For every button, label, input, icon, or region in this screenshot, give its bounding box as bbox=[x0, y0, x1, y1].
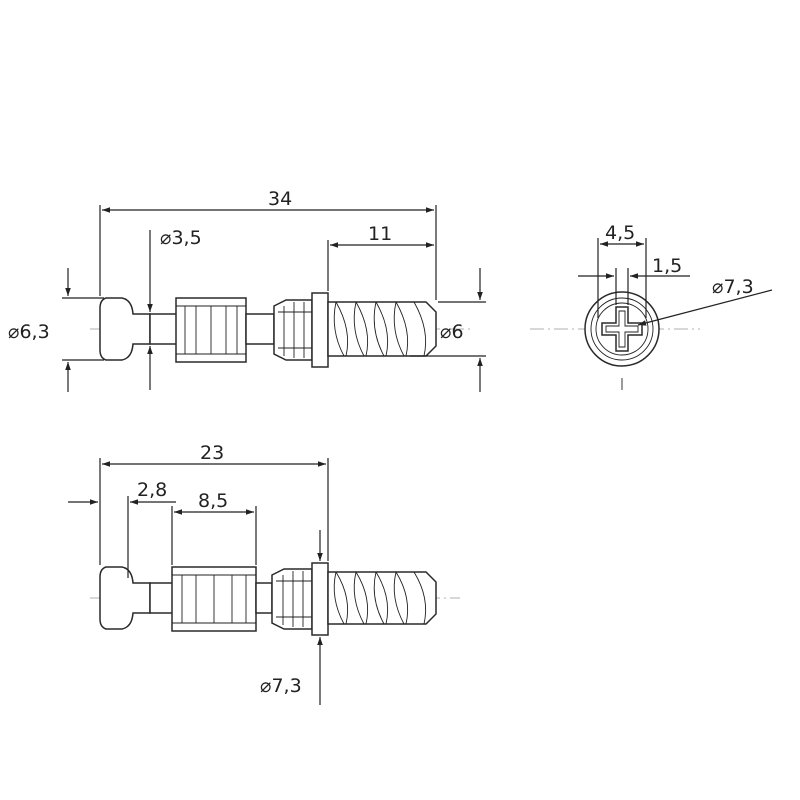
dim-end-width: 4,5 bbox=[605, 222, 635, 244]
dim-thread-length: 11 bbox=[368, 223, 392, 245]
threaded-portion bbox=[327, 301, 437, 357]
dim-end-diameter: ⌀7,3 bbox=[712, 276, 754, 298]
bolt-head bbox=[99, 297, 151, 361]
dim-head-diameter: ⌀6,3 bbox=[8, 321, 50, 343]
side-view-bottom: 23 2,8 8,5 ⌀7,3 bbox=[68, 442, 460, 705]
dim-overall-length: 34 bbox=[268, 188, 292, 210]
dim-collar-diameter: ⌀7,3 bbox=[260, 675, 302, 697]
dim-bottom-length: 23 bbox=[200, 442, 224, 464]
cross-recess bbox=[601, 306, 643, 352]
bolt-neck bbox=[149, 313, 181, 345]
dim-slot-width: 1,5 bbox=[652, 255, 682, 277]
bolt-shaft bbox=[245, 313, 275, 345]
dim-sleeve-length: 8,5 bbox=[198, 490, 228, 512]
dim-end-diameter-leader bbox=[637, 289, 773, 326]
dim-neck-diameter: ⌀3,5 bbox=[160, 227, 202, 249]
bottom-threaded-portion bbox=[327, 571, 437, 625]
knurled-sleeve bbox=[175, 297, 247, 363]
side-view-top: 34 11 ⌀3,5 ⌀6,3 ⌀6 bbox=[8, 188, 486, 392]
bottom-bolt-shaft bbox=[255, 582, 273, 614]
dim-head-width: 2,8 bbox=[137, 479, 167, 501]
bottom-bolt-head bbox=[99, 566, 151, 630]
bottom-knurled-sleeve bbox=[171, 566, 257, 632]
end-view: 4,5 1,5 ⌀7,3 bbox=[530, 222, 773, 390]
ribbed-collar bbox=[273, 292, 329, 368]
bottom-ribbed-collar bbox=[271, 562, 329, 636]
dim-thread-diameter: ⌀6 bbox=[440, 321, 464, 343]
